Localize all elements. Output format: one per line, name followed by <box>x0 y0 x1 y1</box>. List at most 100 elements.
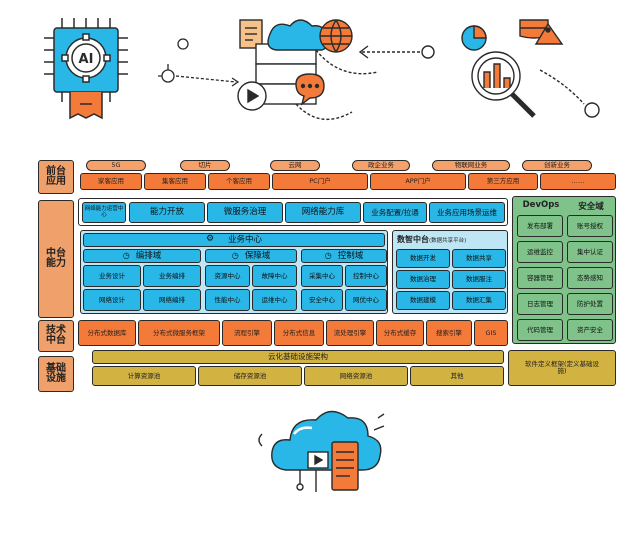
capability-item: 能力开放 <box>129 202 205 223</box>
domain-orchestration: ◷ 编排域 业务设计 业务编排 网络设计 网络编排 <box>83 249 201 313</box>
ai-chip-gear-icon: AI <box>44 18 240 120</box>
layer-label-middle-text: 中台能力 <box>46 247 66 269</box>
infra-pool: 储存资源池 <box>198 366 302 386</box>
channel-tag: 创新业务 <box>522 160 592 171</box>
domain-item: 性能中心 <box>205 289 250 311</box>
data-item: 数据共享 <box>452 249 506 268</box>
security-item: 集中认证 <box>567 241 613 263</box>
domain-item: 网络编排 <box>143 289 201 311</box>
infra-sdn: 软件定义框架(定义基础设施) <box>508 350 616 386</box>
business-center-title-text: 业务中心 <box>228 234 263 245</box>
domain-item: 控制中心 <box>345 265 387 287</box>
layer-label-middle: 中台能力 <box>38 200 74 318</box>
security-item: 防护处置 <box>567 293 613 315</box>
channel-tag: 政企业务 <box>352 160 410 171</box>
domain-item: 网络设计 <box>83 289 141 311</box>
front-channel-row: 5G 切片 云网 政企业务 物联网业务 创新业务 <box>80 160 616 172</box>
devops-item: 日志管理 <box>517 293 563 315</box>
clock-icon: ◷ <box>122 250 130 260</box>
tech-item: GIS <box>474 320 508 346</box>
capability-row: 网络能力运营中心 能力开放 微服务治理 网络能力库 业务配置/拉通 业务应用场景… <box>78 198 508 226</box>
data-item: 数据服注 <box>452 270 506 289</box>
front-app: 集客应用 <box>144 173 206 190</box>
channel-tag: 物联网业务 <box>432 160 510 171</box>
data-platform-subtitle: (数据共享平台) <box>429 238 467 244</box>
clock-icon: ◷ <box>324 250 332 260</box>
domain-title-text: 保障域 <box>244 250 271 261</box>
devops-item: 容器管理 <box>517 267 563 289</box>
channel-tag: 切片 <box>180 160 230 171</box>
tech-item: 流程引擎 <box>222 320 272 346</box>
domain-item: 故障中心 <box>252 265 297 287</box>
capability-item: 网络能力运营中心 <box>82 202 126 223</box>
domain-title: ◷ 控制域 <box>301 249 387 263</box>
devops-title: DevOps <box>522 200 560 210</box>
infra-pool: 其他 <box>410 366 504 386</box>
front-app: PC门户 <box>272 173 368 190</box>
layer-label-front-text: 前台应用 <box>46 165 66 187</box>
front-app: 第三方应用 <box>468 173 538 190</box>
domain-title: ◷ 编排域 <box>83 249 201 263</box>
front-app: 家客应用 <box>80 173 142 190</box>
devops-item: 代码管理 <box>517 319 563 341</box>
domain-item: 资源中心 <box>205 265 250 287</box>
layer-label-front: 前台应用 <box>38 160 74 194</box>
clock-icon: ◷ <box>231 250 239 260</box>
security-item: 账号授权 <box>567 215 613 237</box>
domain-title-text: 编排域 <box>135 250 162 261</box>
layer-label-tech-text: 技术中台 <box>46 324 66 346</box>
front-app: APP门户 <box>370 173 466 190</box>
domain-item: 运维中心 <box>252 289 297 311</box>
tech-item: 分布式数据库 <box>78 320 136 346</box>
devops-item: 发布部署 <box>517 215 563 237</box>
gear-icon: ⚙ <box>205 234 215 245</box>
devops-security-panel: DevOps 安全域 发布部署 运维监控 容器管理 日志管理 代码管理 账号授权… <box>512 196 616 344</box>
tech-item: 分布式信息 <box>274 320 324 346</box>
domain-title-text: 控制域 <box>337 250 364 261</box>
security-item: 资产安全 <box>567 319 613 341</box>
business-center: ⚙ 业务中心 ◷ 编排域 业务设计 业务编排 网络设计 网络编排 ◷ 保障域 资源中… <box>80 230 388 314</box>
business-center-title: ⚙ 业务中心 <box>83 233 385 247</box>
tech-item: 分布式微服务框架 <box>138 320 220 346</box>
channel-tag: 5G <box>86 160 146 171</box>
devops-item: 运维监控 <box>517 241 563 263</box>
layer-label-infra-text: 基础设施 <box>46 362 66 384</box>
domain-item: 业务设计 <box>83 265 141 287</box>
tech-item: 流处理引擎 <box>326 320 374 346</box>
capability-item: 业务配置/拉通 <box>363 202 427 223</box>
domain-item: 采集中心 <box>301 265 343 287</box>
data-item: 数据汇集 <box>452 291 506 310</box>
infra-title: 云化基础设施架构 <box>92 350 504 364</box>
domain-assurance: ◷ 保障域 资源中心 故障中心 性能中心 运维中心 <box>205 249 297 313</box>
data-platform-title-text: 数智中台 <box>397 235 429 244</box>
domain-item: 安全中心 <box>301 289 343 311</box>
front-app: 个客应用 <box>208 173 270 190</box>
infra-block: 云化基础设施架构 计算资源池 储存资源池 网络资源池 其他 软件定义框架(定义基… <box>78 350 616 392</box>
capability-item: 微服务治理 <box>207 202 283 223</box>
data-item: 数据开发 <box>396 249 450 268</box>
tech-item: 分布式缓存 <box>376 320 424 346</box>
documents-media-globe-icon <box>237 19 379 121</box>
data-platform: 数智中台(数据共享平台) 数据开发 数据共享 数据治理 数据服注 数据建模 数据… <box>392 230 508 314</box>
tech-row: 分布式数据库 分布式微服务框架 流程引擎 分布式信息 流处理引擎 分布式缓存 搜… <box>78 320 508 348</box>
domain-title: ◷ 保障域 <box>205 249 297 263</box>
security-title: 安全域 <box>578 202 604 212</box>
capability-item: 业务应用场景运维 <box>429 202 505 223</box>
data-item: 数据治理 <box>396 270 450 289</box>
front-app-row: 家客应用 集客应用 个客应用 PC门户 APP门户 第三方应用 …… <box>80 173 616 191</box>
domain-item: 网优中心 <box>345 289 387 311</box>
infra-pool: 计算资源池 <box>92 366 196 386</box>
infra-pool: 网络资源池 <box>304 366 408 386</box>
domain-item: 业务编排 <box>143 265 201 287</box>
front-app: …… <box>540 173 616 190</box>
channel-tag: 云网 <box>270 160 320 171</box>
magnifier-chart-icon <box>358 19 600 118</box>
data-platform-title: 数智中台(数据共享平台) <box>397 234 507 246</box>
layer-label-tech: 技术中台 <box>38 320 74 352</box>
domain-control: ◷ 控制域 采集中心 控制中心 安全中心 网优中心 <box>301 249 387 313</box>
security-item: 态势感知 <box>567 267 613 289</box>
svg-text:AI: AI <box>79 52 94 67</box>
top-illustrations: AI <box>0 0 640 140</box>
data-item: 数据建模 <box>396 291 450 310</box>
layer-label-infra: 基础设施 <box>38 356 74 392</box>
